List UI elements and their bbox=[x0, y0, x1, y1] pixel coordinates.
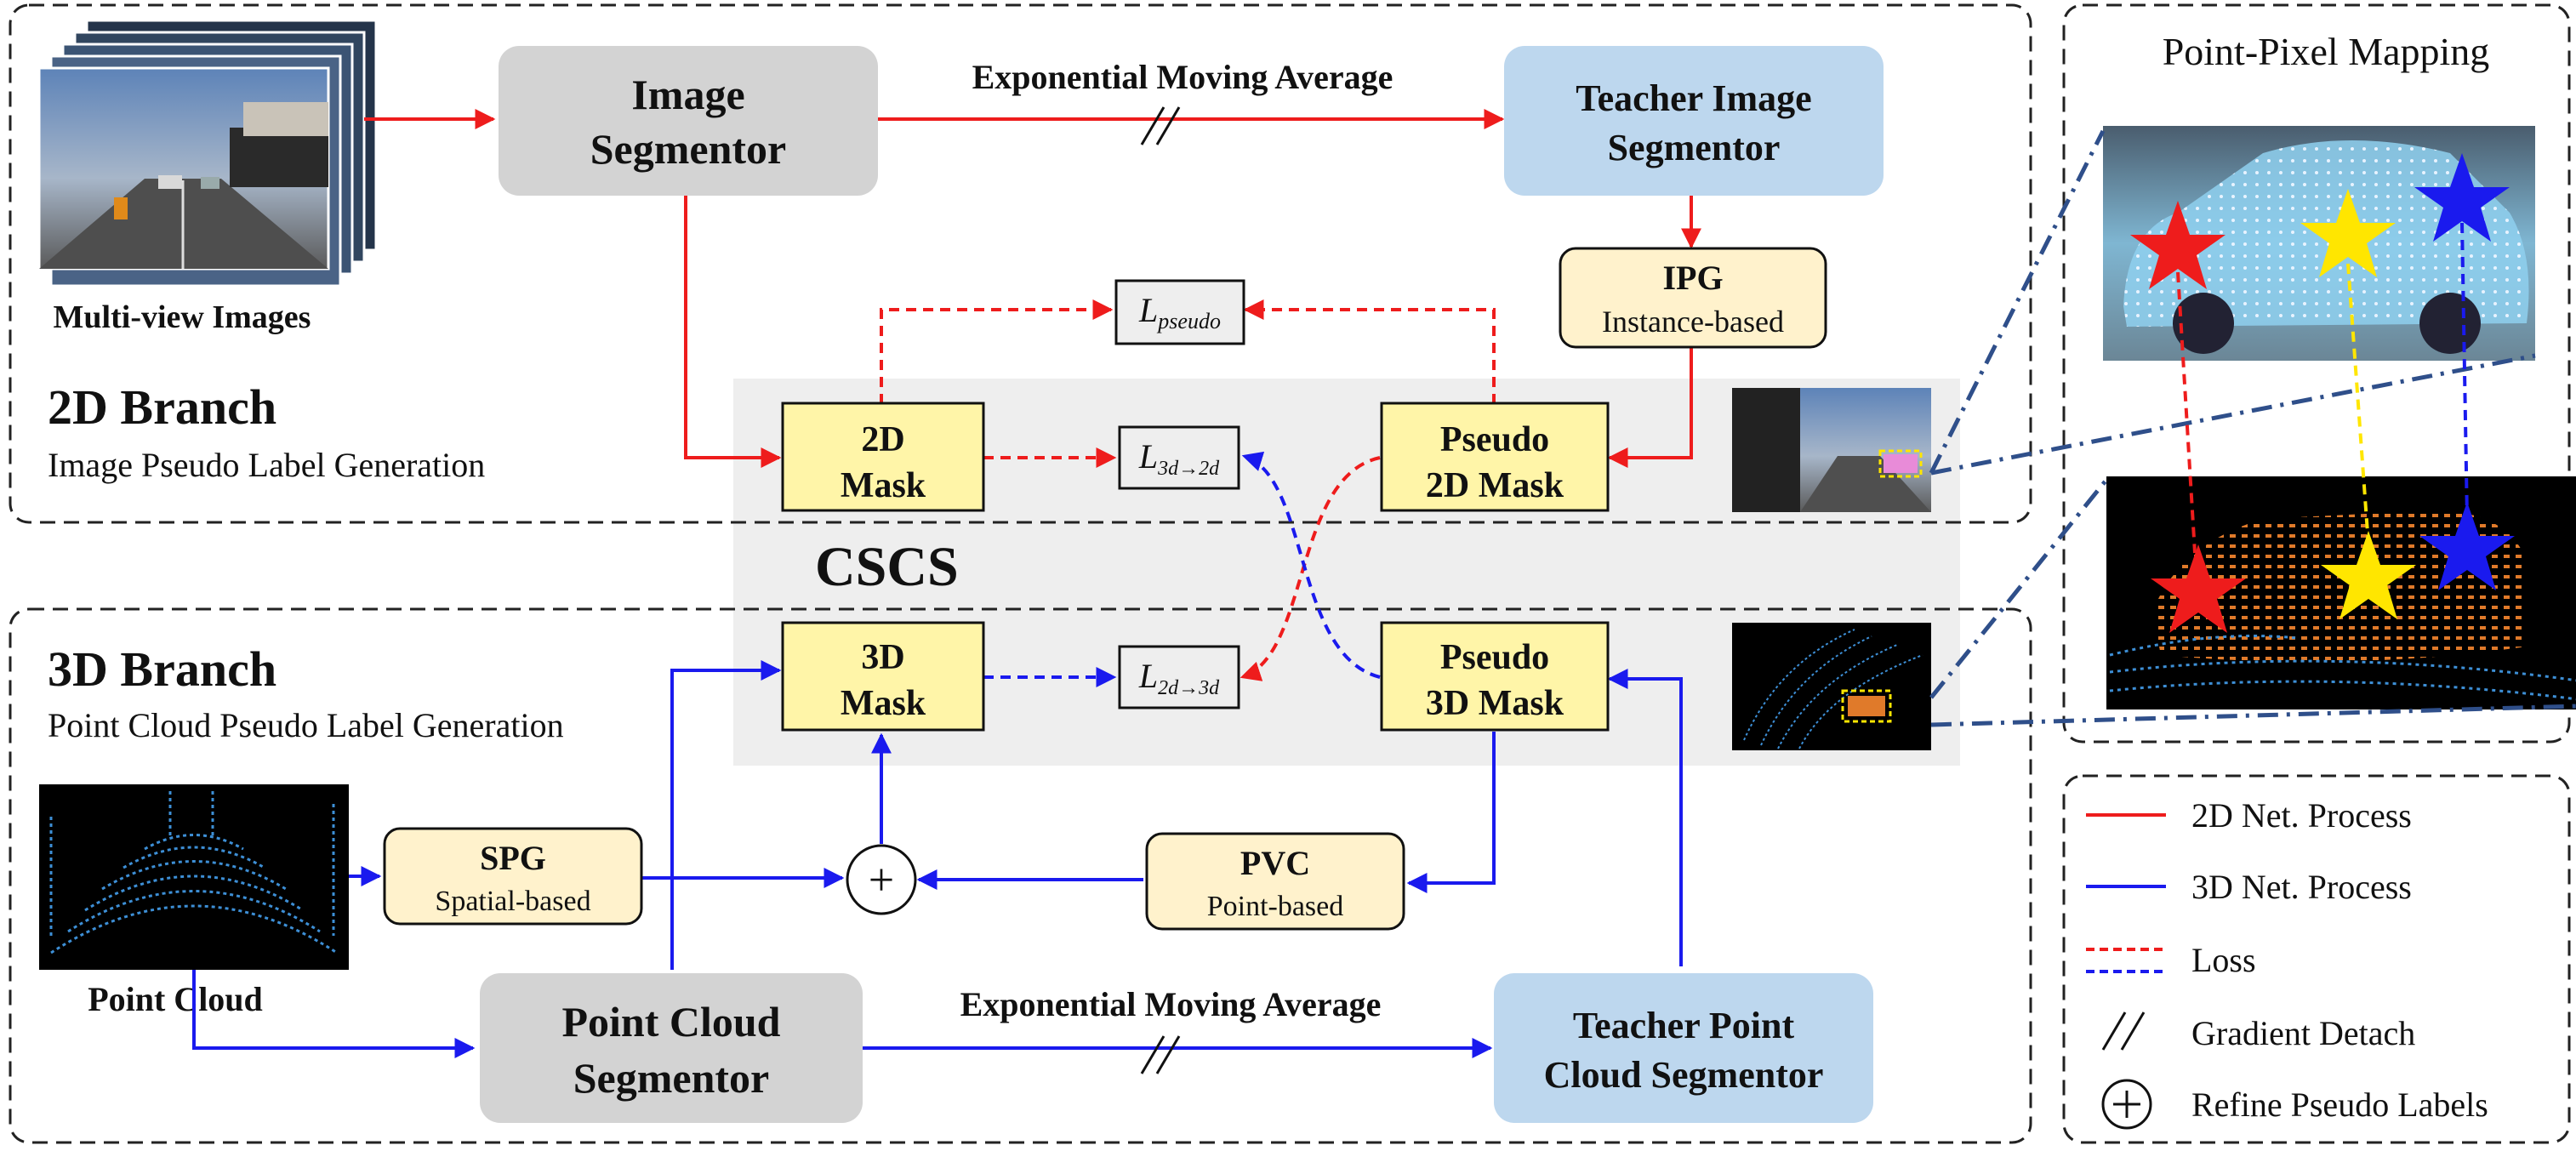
legend-label-4: Refine Pseudo Labels bbox=[2191, 1085, 2488, 1124]
spg-node: SPG Spatial-based bbox=[383, 827, 643, 926]
teacher-image-segmentor-line1: Teacher Image bbox=[1576, 77, 1811, 119]
mapping-connector-lines bbox=[1929, 129, 2576, 727]
legend-circled-plus-icon bbox=[2101, 1079, 2152, 1130]
mask-3d-line2: Mask bbox=[841, 684, 926, 723]
loss-3d-to-2d-sub: 3d→2d bbox=[1157, 458, 1220, 480]
star-icons bbox=[2130, 153, 2515, 633]
edge-teacher-to-pseudo3d bbox=[1607, 669, 1683, 966]
gradient-detach-3d-icon bbox=[1140, 1035, 1181, 1074]
spg-subtitle: Spatial-based bbox=[435, 886, 590, 917]
ema-label-2d: Exponential Moving Average bbox=[972, 58, 1393, 96]
legend-label-2: Loss bbox=[2191, 941, 2256, 979]
pseudo-2d-mask-line1: Pseudo bbox=[1440, 420, 1549, 459]
legend: 2D Net. Process 3D Net. Process Loss Gra… bbox=[2086, 796, 2488, 1130]
legend-label-3: Gradient Detach bbox=[2191, 1014, 2415, 1052]
pvc-title: PVC bbox=[1240, 844, 1310, 882]
ema-label-3d: Exponential Moving Average bbox=[960, 985, 1382, 1023]
edge-segmentor-to-3dmask bbox=[670, 660, 782, 970]
loss-pseudo-base: L bbox=[1138, 291, 1158, 329]
branch-2d-panel bbox=[9, 3, 2032, 524]
point-cloud-image bbox=[39, 784, 349, 970]
svg-text:L3d→2d: L3d→2d bbox=[1138, 437, 1220, 480]
svg-text:L2d→3d: L2d→3d bbox=[1138, 657, 1220, 699]
pseudo-2d-thumbnail bbox=[1732, 388, 1931, 512]
blue-star-icon-lidar bbox=[2419, 502, 2515, 590]
loss-2d-to-3d-base: L bbox=[1138, 657, 1158, 695]
loss-3d-to-2d-box: L3d→2d bbox=[1118, 425, 1240, 490]
mask-3d-line1: 3D bbox=[861, 638, 904, 677]
mapping-title: Point-Pixel Mapping bbox=[2163, 30, 2490, 73]
loss-2d-to-3d-box: L2d→3d bbox=[1118, 645, 1240, 709]
edge-pseudo2d-to-lpseudo bbox=[1243, 299, 1496, 404]
edge-2dmask-to-lpseudo bbox=[880, 299, 1114, 404]
blue-star-icon-image bbox=[2414, 153, 2510, 242]
mask-2d-line1: 2D bbox=[861, 420, 904, 459]
red-star-icon-image bbox=[2130, 201, 2226, 289]
multiview-images-label: Multi-view Images bbox=[54, 299, 311, 335]
loss-3d-to-2d-base: L bbox=[1138, 437, 1158, 476]
legend-label-1: 3D Net. Process bbox=[2191, 868, 2412, 906]
branch-2d-title: 2D Branch bbox=[48, 379, 276, 435]
refine-symbol: + bbox=[869, 854, 894, 905]
edge-pseudo3d-to-l3d2d bbox=[1241, 451, 1381, 679]
ipg-subtitle: Instance-based bbox=[1602, 305, 1784, 339]
edge-pseudo3d-to-pvc bbox=[1406, 732, 1496, 893]
loss-pseudo-sub: pseudo bbox=[1156, 309, 1221, 333]
edge-pointcloud-to-segmentor bbox=[192, 970, 476, 1058]
point-cloud-segmentor-line1: Point Cloud bbox=[561, 998, 780, 1046]
teacher-point-cloud-segmentor-node: Teacher Point Cloud Segmentor bbox=[1494, 973, 1873, 1123]
teacher-pc-segmentor-line2: Cloud Segmentor bbox=[1544, 1054, 1824, 1096]
mask-3d-node: 3D Mask bbox=[781, 621, 985, 732]
legend-gradient-detach-icon bbox=[2101, 1011, 2146, 1051]
image-segmentor-line1: Image bbox=[631, 71, 744, 118]
mapping-lidar-image bbox=[2106, 476, 2576, 709]
branch-3d-title: 3D Branch bbox=[48, 641, 276, 697]
cscs-label: CSCS bbox=[815, 536, 959, 598]
gradient-detach-2d-icon bbox=[1140, 106, 1181, 145]
teacher-image-segmentor-node: Teacher Image Segmentor bbox=[1504, 46, 1884, 196]
legend-label-0: 2D Net. Process bbox=[2191, 796, 2412, 835]
branch-2d-subtitle: Image Pseudo Label Generation bbox=[48, 446, 485, 484]
edge-ipg-to-pseudo2d bbox=[1607, 347, 1693, 468]
teacher-image-segmentor-line2: Segmentor bbox=[1608, 127, 1781, 168]
pseudo-3d-mask-node: Pseudo 3D Mask bbox=[1380, 621, 1610, 732]
pseudo-2d-mask-node: Pseudo 2D Mask bbox=[1380, 402, 1610, 512]
mapping-panel bbox=[2062, 3, 2571, 744]
branch-3d-subtitle: Point Cloud Pseudo Label Generation bbox=[48, 706, 564, 744]
mask-2d-line2: Mask bbox=[841, 466, 926, 505]
edge-segmentor-to-2dmask bbox=[684, 196, 782, 468]
pseudo-2d-mask-line2: 2D Mask bbox=[1426, 466, 1564, 505]
loss-2d-to-3d-sub: 2d→3d bbox=[1158, 677, 1220, 699]
pseudo-3d-thumbnail bbox=[1732, 623, 1931, 750]
pseudo-3d-mask-line2: 3D Mask bbox=[1426, 684, 1564, 723]
ipg-title: IPG bbox=[1662, 259, 1723, 297]
image-segmentor-node: Image Segmentor bbox=[499, 46, 878, 196]
branch-3d-panel bbox=[9, 607, 2032, 1144]
ipg-node: IPG Instance-based bbox=[1559, 247, 1827, 349]
mask-2d-node: 2D Mask bbox=[781, 402, 985, 512]
image-segmentor-line2: Segmentor bbox=[590, 125, 787, 173]
pvc-subtitle: Point-based bbox=[1207, 891, 1344, 922]
multiview-images bbox=[37, 19, 378, 288]
red-star-icon-lidar bbox=[2151, 544, 2246, 633]
teacher-pc-segmentor-line1: Teacher Point bbox=[1573, 1005, 1795, 1046]
loss-pseudo-box: Lpseudo bbox=[1114, 279, 1245, 345]
point-cloud-label: Point Cloud bbox=[88, 980, 263, 1018]
refine-pseudo-labels-icon: + bbox=[846, 844, 917, 915]
point-cloud-segmentor-line2: Segmentor bbox=[573, 1054, 770, 1102]
svg-text:Lpseudo: Lpseudo bbox=[1138, 291, 1221, 333]
pvc-node: PVC Point-based bbox=[1145, 832, 1405, 931]
yellow-star-icon-image bbox=[2300, 189, 2396, 277]
correspondence-lines bbox=[2176, 222, 2469, 554]
pseudo-3d-mask-line1: Pseudo bbox=[1440, 638, 1549, 677]
point-cloud-segmentor-node: Point Cloud Segmentor bbox=[480, 973, 863, 1123]
yellow-star-icon-lidar bbox=[2321, 531, 2416, 619]
spg-title: SPG bbox=[480, 839, 546, 877]
